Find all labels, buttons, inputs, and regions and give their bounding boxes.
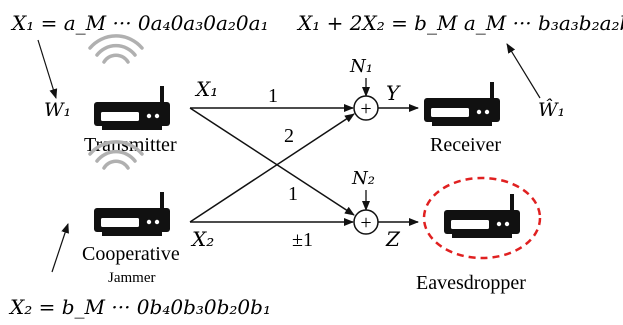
jammer-label-line2: Jammer bbox=[108, 270, 155, 286]
n1-label: N₁ bbox=[349, 56, 373, 77]
y-label: Y bbox=[386, 81, 401, 105]
transmitter-wifi-icon bbox=[88, 34, 144, 64]
n2-label: N₂ bbox=[351, 168, 375, 189]
adder-z-plus: + bbox=[360, 212, 371, 234]
z-label: Z bbox=[385, 227, 401, 251]
transmitter-router-icon bbox=[94, 86, 170, 130]
jammer-sequence-equation: X₂ = b_M ··· 0b₄0b₃0b₂0b₁ bbox=[8, 295, 271, 319]
w1-hat-annotation-arrow bbox=[506, 43, 541, 99]
adder-y-plus: + bbox=[360, 98, 371, 120]
transmitter-sequence-equation: X₁ = a_M ··· 0a₄0a₃0a₂0a₁ bbox=[10, 11, 269, 35]
w1-annotation-arrow bbox=[37, 39, 58, 99]
eavesdropper-label: Eavesdropper bbox=[416, 272, 526, 294]
jammer-wifi-icon bbox=[88, 140, 144, 170]
jammer-annotation-arrow bbox=[51, 223, 69, 273]
x1-label: X₁ bbox=[194, 77, 218, 101]
gain-x2-to-z: ±1 bbox=[292, 229, 313, 251]
w1-label: W₁ bbox=[44, 99, 71, 121]
link-x2-to-y bbox=[189, 113, 355, 223]
w1-hat-label: Ŵ₁ bbox=[538, 98, 565, 121]
receiver-sequence-equation: X₁ + 2X₂ = b_M a_M ··· b₃a₃b₂a₂b₁a₁ bbox=[296, 11, 623, 35]
x2-label: X₂ bbox=[190, 227, 214, 251]
eavesdropper-highlight-ring bbox=[422, 176, 542, 260]
receiver-router-icon bbox=[424, 82, 500, 126]
gain-x2-to-y: 2 bbox=[284, 125, 294, 147]
eavesdropper-router-icon bbox=[444, 194, 520, 238]
link-x1-to-z bbox=[189, 107, 355, 216]
receiver-label: Receiver bbox=[430, 134, 501, 156]
gain-x1-to-y: 1 bbox=[268, 85, 278, 107]
gain-x1-to-z: 1 bbox=[288, 183, 298, 205]
jammer-label-line1: Cooperative bbox=[82, 243, 180, 265]
jammer-router-icon bbox=[94, 192, 170, 236]
